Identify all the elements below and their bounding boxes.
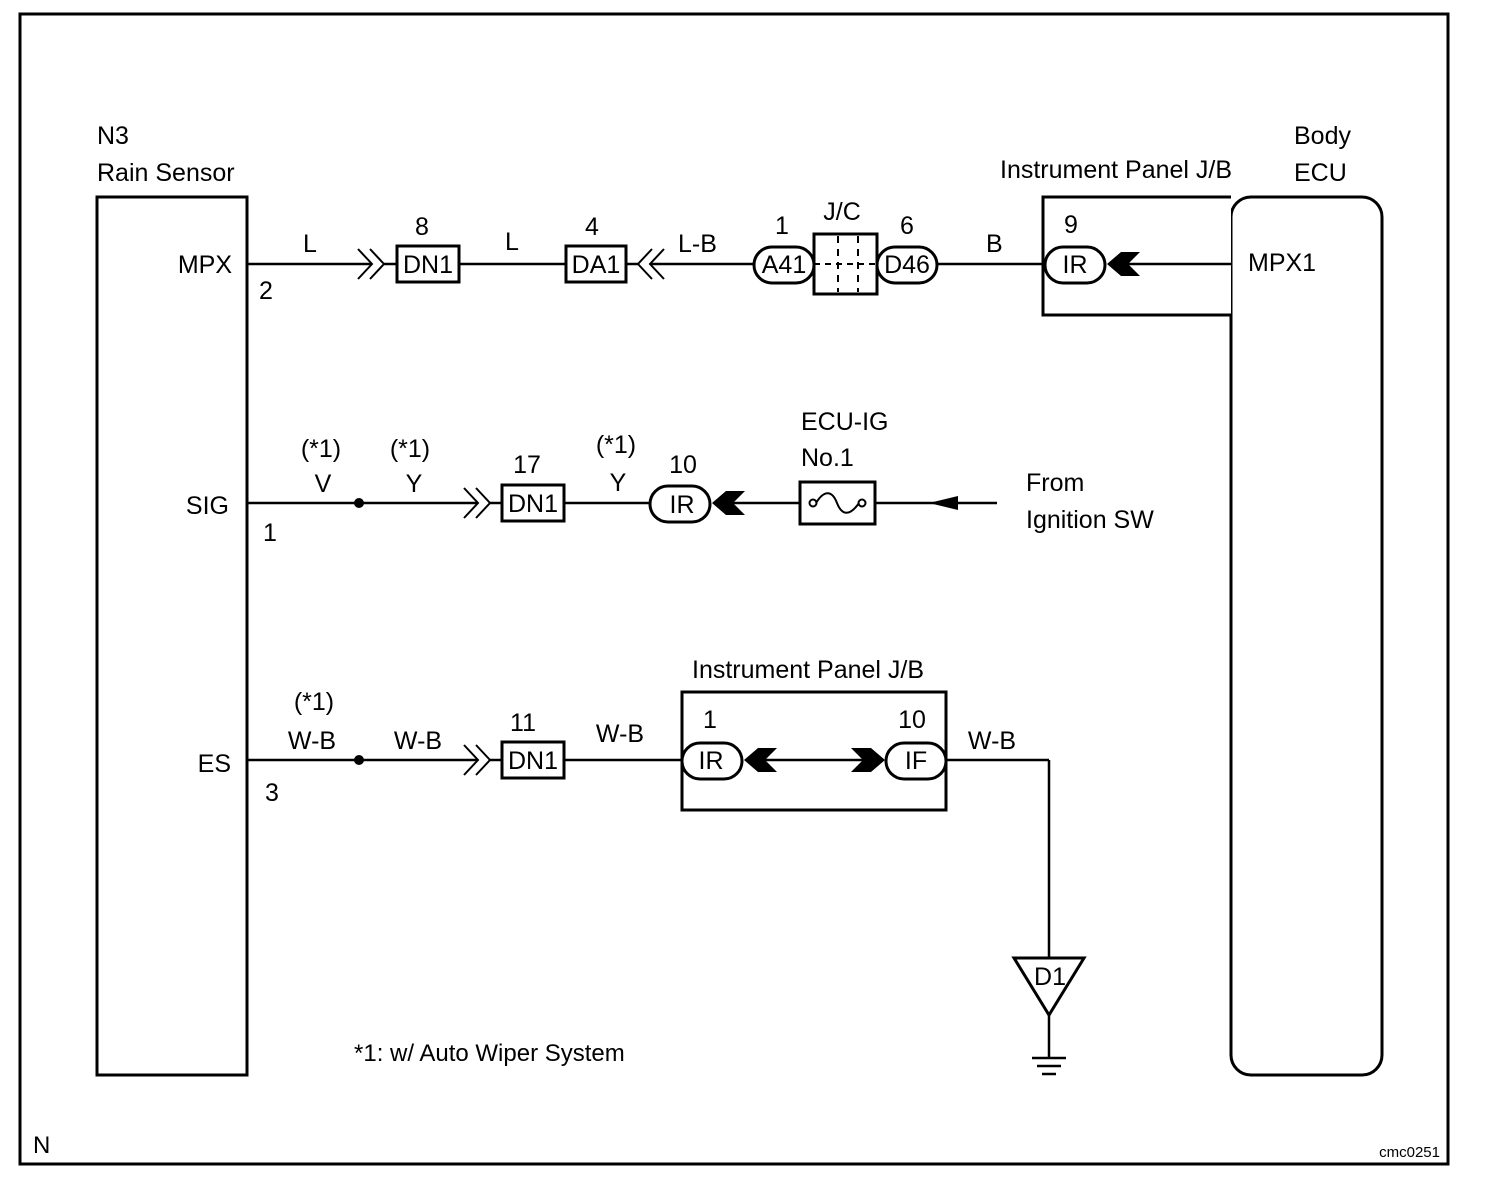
jc-label: J/C: [823, 198, 861, 226]
es-wire1: W-B: [288, 727, 336, 755]
ground-icon: [1032, 1056, 1066, 1076]
da1-pin: 4: [585, 213, 599, 241]
fuse-symbol: [815, 492, 860, 514]
dn1-sig-box: [500, 483, 566, 523]
mpx-wire1: L: [303, 230, 317, 258]
sig-wire1-note: (*1): [301, 435, 341, 463]
fuse-label-line1: ECU-IG: [801, 408, 889, 436]
terminal-es: ES: [198, 750, 231, 778]
jb-top-ir-connector: [1043, 245, 1107, 285]
d46-label: D46: [884, 251, 930, 279]
jb-bottom-if-chevron: [851, 748, 885, 772]
dn1-mpx-label: DN1: [403, 251, 453, 279]
corner-mark: N: [33, 1132, 50, 1159]
dn1-sig-pin: 17: [513, 451, 541, 479]
circuit-es: 3 (*1) W-B W-B DN1 11 W-B Instrument Pan…: [247, 656, 1087, 1076]
mpx-wire2: L: [505, 228, 519, 256]
dn1-sig-label: DN1: [508, 490, 558, 518]
body-ecu-label-line1: Body: [1294, 122, 1351, 150]
jb-top-pin: 9: [1064, 211, 1078, 239]
dn1-mpx-box: [395, 244, 461, 284]
dn1-es-pin: 11: [510, 709, 536, 737]
jb-bottom-name: Instrument Panel J/B: [692, 656, 924, 684]
jb-bottom-ir-connector: [680, 741, 744, 781]
jb-top: Instrument Panel J/B 9: [1000, 156, 1232, 317]
figure-code: cmc0251: [1379, 1144, 1440, 1161]
es-pin: 3: [265, 779, 279, 807]
da1-box: [564, 244, 628, 284]
body-ecu-box: [1229, 195, 1384, 1077]
jb-top-name: Instrument Panel J/B: [1000, 156, 1232, 184]
body-ecu-terminal: MPX1: [1248, 249, 1316, 277]
jb-bottom-pin-left: 1: [703, 706, 717, 734]
terminal-mpx: MPX: [178, 251, 233, 279]
fuse-label-line2: No.1: [801, 444, 854, 472]
dn1-mpx-chevron: [357, 248, 374, 280]
sig-ir-chevron: [712, 491, 745, 515]
rain-sensor-code: N3: [97, 122, 129, 150]
ground-label: D1: [1034, 963, 1066, 991]
mpx-wire3: L-B: [678, 230, 717, 258]
da1-label: DA1: [572, 251, 621, 279]
dn1-mpx-pin: 8: [415, 213, 429, 241]
jc-box: [812, 232, 879, 296]
sig-ir-connector: [648, 484, 712, 524]
footnote: *1: w/ Auto Wiper System: [354, 1040, 625, 1067]
circuit-sig: 1 (*1) V (*1) Y DN1 17 (*1) Y IR 10 ECU-…: [247, 408, 1154, 547]
jb-bottom-if-label: IF: [905, 747, 927, 775]
circuit-mpx: 2 L DN1 8 L DA1 4 L-B A41 1 J/C D46 6: [247, 198, 1231, 305]
mpx-pin: 2: [259, 277, 273, 305]
es-wire3: W-B: [596, 720, 644, 748]
jb-bottom-ir-label: IR: [699, 747, 724, 775]
dn1-es-chevron: [463, 744, 480, 776]
es-wire1-note: (*1): [294, 688, 334, 716]
sig-wire1: V: [315, 470, 332, 498]
rain-sensor: N3 Rain Sensor MPX SIG ES: [95, 122, 249, 1077]
jb-bottom-ir-chevron: [744, 748, 777, 772]
sig-splice-point: [354, 498, 364, 508]
source-line2: Ignition SW: [1026, 506, 1154, 534]
sig-ir-label: IR: [670, 491, 695, 519]
dn1-sig-chevron: [463, 487, 480, 519]
rain-sensor-box: [95, 195, 249, 1077]
ground-point-d1: [1011, 956, 1087, 1018]
a41-pin: 1: [775, 212, 789, 240]
es-splice-point: [354, 755, 364, 765]
rain-sensor-name: Rain Sensor: [97, 159, 235, 187]
jb-top-ir-chevron: [1107, 252, 1140, 276]
sig-wire3: Y: [610, 469, 627, 497]
sig-wire3-note: (*1): [596, 431, 636, 459]
a41-label: A41: [762, 251, 806, 279]
body-ecu-label-line2: ECU: [1294, 159, 1347, 187]
mpx-wire4: B: [986, 230, 1003, 258]
es-wire2: W-B: [394, 727, 442, 755]
source-line1: From: [1026, 469, 1084, 497]
jb-top-ir-label: IR: [1063, 251, 1088, 279]
sig-ir-pin: 10: [669, 451, 697, 479]
da1-chevron: [636, 248, 653, 280]
sig-pin: 1: [263, 519, 277, 547]
dn1-es-label: DN1: [508, 747, 558, 775]
es-wire4: W-B: [968, 727, 1016, 755]
sig-wire2: Y: [406, 470, 423, 498]
terminal-sig: SIG: [186, 492, 229, 520]
body-ecu: Body ECU MPX1 14: [1193, 122, 1384, 1077]
jb-top-box: [1041, 195, 1231, 317]
d46-pin: 6: [900, 212, 914, 240]
jb-bottom-pin-right: 10: [898, 706, 926, 734]
sig-wire2-note: (*1): [390, 435, 430, 463]
ignition-feed-arrow: [929, 496, 958, 510]
dn1-es-box: [500, 740, 566, 780]
